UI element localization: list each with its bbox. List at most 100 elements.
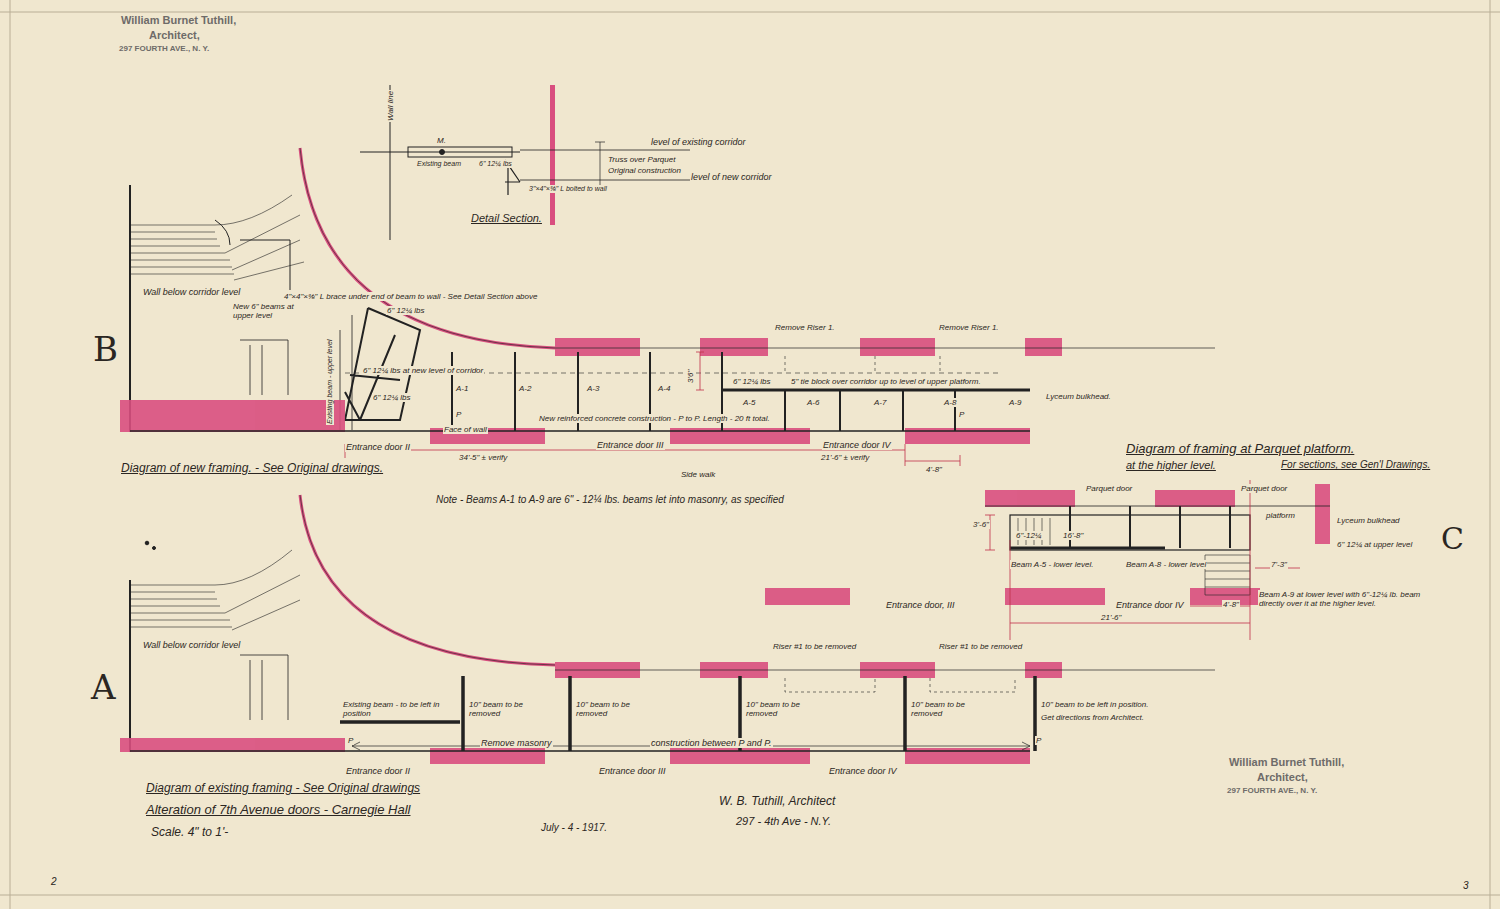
- annotation: Beam A-8 - lower level: [1125, 560, 1207, 569]
- drawing-heading: Diagram of framing at Parquet platform.: [1125, 442, 1355, 457]
- annotation: Remove Riser 1.: [938, 323, 1000, 332]
- annotation: 3"×4"×⅜" L bolted to wall: [528, 185, 608, 193]
- annotation: Remove masonry: [480, 738, 553, 748]
- plan-a-part: [130, 750, 1030, 752]
- annotation: 6" 12¼ lbs: [372, 393, 412, 402]
- annotation: 6" 12¼ lbs: [386, 306, 426, 315]
- annotation: Lyceum bulkhead.: [1045, 392, 1112, 401]
- plan-b: [120, 148, 1215, 466]
- annotation: level of existing corridor: [650, 137, 747, 147]
- plan-b-part: [130, 225, 234, 274]
- plan-a-part: [145, 541, 149, 545]
- plan-b-part: [555, 348, 1215, 349]
- architect-stamp: William Burnet Tuthill,: [1228, 756, 1345, 769]
- annotation: Existing beam - to be left in position: [342, 700, 454, 718]
- annotation: Parquet door: [1085, 484, 1133, 493]
- annotation: 4'-8": [925, 465, 943, 474]
- annotation: Remove Riser 1.: [774, 323, 836, 332]
- annotation: Parquet door: [1240, 484, 1288, 493]
- plan-b-part: [300, 148, 555, 348]
- section-letter: A: [90, 668, 117, 707]
- plan-c-part: [1010, 480, 1300, 640]
- plan-b-part: [785, 356, 940, 373]
- plan-b-part-part: [555, 338, 640, 356]
- annotation: 21'-6": [1100, 613, 1122, 622]
- annotation: Riser #1 to be removed: [938, 642, 1023, 651]
- annotation: Entrance door IV: [822, 440, 892, 450]
- annotation: 7'-3": [1270, 560, 1288, 569]
- annotation: Entrance door IV: [828, 766, 898, 776]
- drawing-heading: For sections, see Gen'l Drawings.: [1280, 459, 1431, 471]
- plan-a-part: [215, 550, 300, 630]
- annotation: A-7: [873, 398, 887, 407]
- annotation: Face of wall: [443, 425, 488, 434]
- annotation: 6" 12¼ lbs at new level of corridor: [362, 366, 484, 375]
- annotation: M.: [436, 136, 447, 145]
- plan-a-part: [340, 676, 1035, 751]
- annotation: Note - Beams A-1 to A-9 are 6" - 12¼ lbs…: [435, 494, 785, 506]
- plan-c-part: [1070, 506, 1230, 548]
- annotation: 6" 12¼ lbs: [478, 160, 513, 168]
- plan-b-part: [215, 220, 290, 290]
- annotation: A-6: [806, 398, 820, 407]
- annotation: Entrance door, III: [885, 600, 956, 610]
- plan-c-part: [985, 506, 1330, 507]
- plan-c-part: [1010, 547, 1165, 550]
- plan-c: [765, 480, 1330, 640]
- plan-c-part-part: [985, 490, 1075, 507]
- plan-b-part-part: [120, 400, 345, 432]
- annotation: Entrance door III: [598, 766, 667, 776]
- plan-b-part-part: [700, 338, 768, 356]
- plan-a-part: [130, 585, 232, 627]
- annotation: Existing beam: [416, 160, 462, 168]
- annotation: Wall below corridor level: [142, 640, 241, 650]
- annotation: Wall below corridor level: [142, 287, 241, 297]
- annotation: 34'-5" ± verify: [458, 453, 508, 462]
- architect-stamp: 297 FOURTH AVE., N. Y.: [1226, 786, 1318, 795]
- architect-stamp: Architect,: [148, 29, 201, 42]
- plan-b-part: [345, 308, 420, 420]
- plan-b-part: [130, 430, 1030, 432]
- annotation: A-5: [742, 398, 756, 407]
- annotation: level of new corridor: [690, 172, 773, 182]
- annotation: 2: [50, 876, 58, 888]
- plan-c-part-part: [1315, 484, 1330, 544]
- annotation: construction between P and P.: [650, 738, 773, 748]
- plan-b-part: [696, 352, 704, 390]
- plan-c-part-part: [765, 588, 850, 605]
- annotation: 3: [1462, 880, 1470, 892]
- architect-stamp: William Burnet Tuthill,: [120, 14, 237, 27]
- annotation: Beam A-5 - lower level.: [1010, 560, 1094, 569]
- section-letter: B: [92, 330, 119, 369]
- annotation: Entrance door II: [345, 442, 411, 452]
- annotation: Wall line: [386, 90, 395, 122]
- plan-a-part: [555, 670, 1215, 671]
- plan-a-part: [300, 495, 555, 665]
- annotation: Entrance door III: [596, 440, 665, 450]
- annotation: New reinforced concrete construction - P…: [538, 414, 771, 423]
- plan-a-part: [120, 662, 1062, 764]
- annotation: A-3: [586, 384, 600, 393]
- annotation: P: [347, 736, 354, 745]
- annotation: P: [958, 410, 965, 419]
- annotation: platform: [1265, 511, 1296, 520]
- annotation: New 6" beams at upper level: [232, 302, 304, 320]
- plan-b-part: [240, 340, 288, 395]
- drawing-heading: at the higher level.: [1125, 459, 1217, 472]
- plan-a-part-part: [120, 738, 345, 752]
- annotation: W. B. Tuthill, Architect: [718, 795, 836, 809]
- plan-a-part: [785, 678, 1015, 692]
- annotation: 10" beam to be left in position.: [1040, 700, 1149, 709]
- plan-b-part: [120, 338, 1062, 444]
- annotation: Get directions from Architect.: [1040, 713, 1145, 722]
- plan-a: [120, 495, 1215, 764]
- annotation: 3'6": [686, 369, 695, 384]
- plan-b-part: [215, 195, 304, 280]
- plan-c-part-part: [1005, 588, 1105, 605]
- drawing-heading: Diagram of existing framing - See Origin…: [145, 782, 421, 796]
- plan-b-part-part: [1025, 338, 1062, 356]
- annotation: Scale. 4" to 1'-: [150, 826, 229, 840]
